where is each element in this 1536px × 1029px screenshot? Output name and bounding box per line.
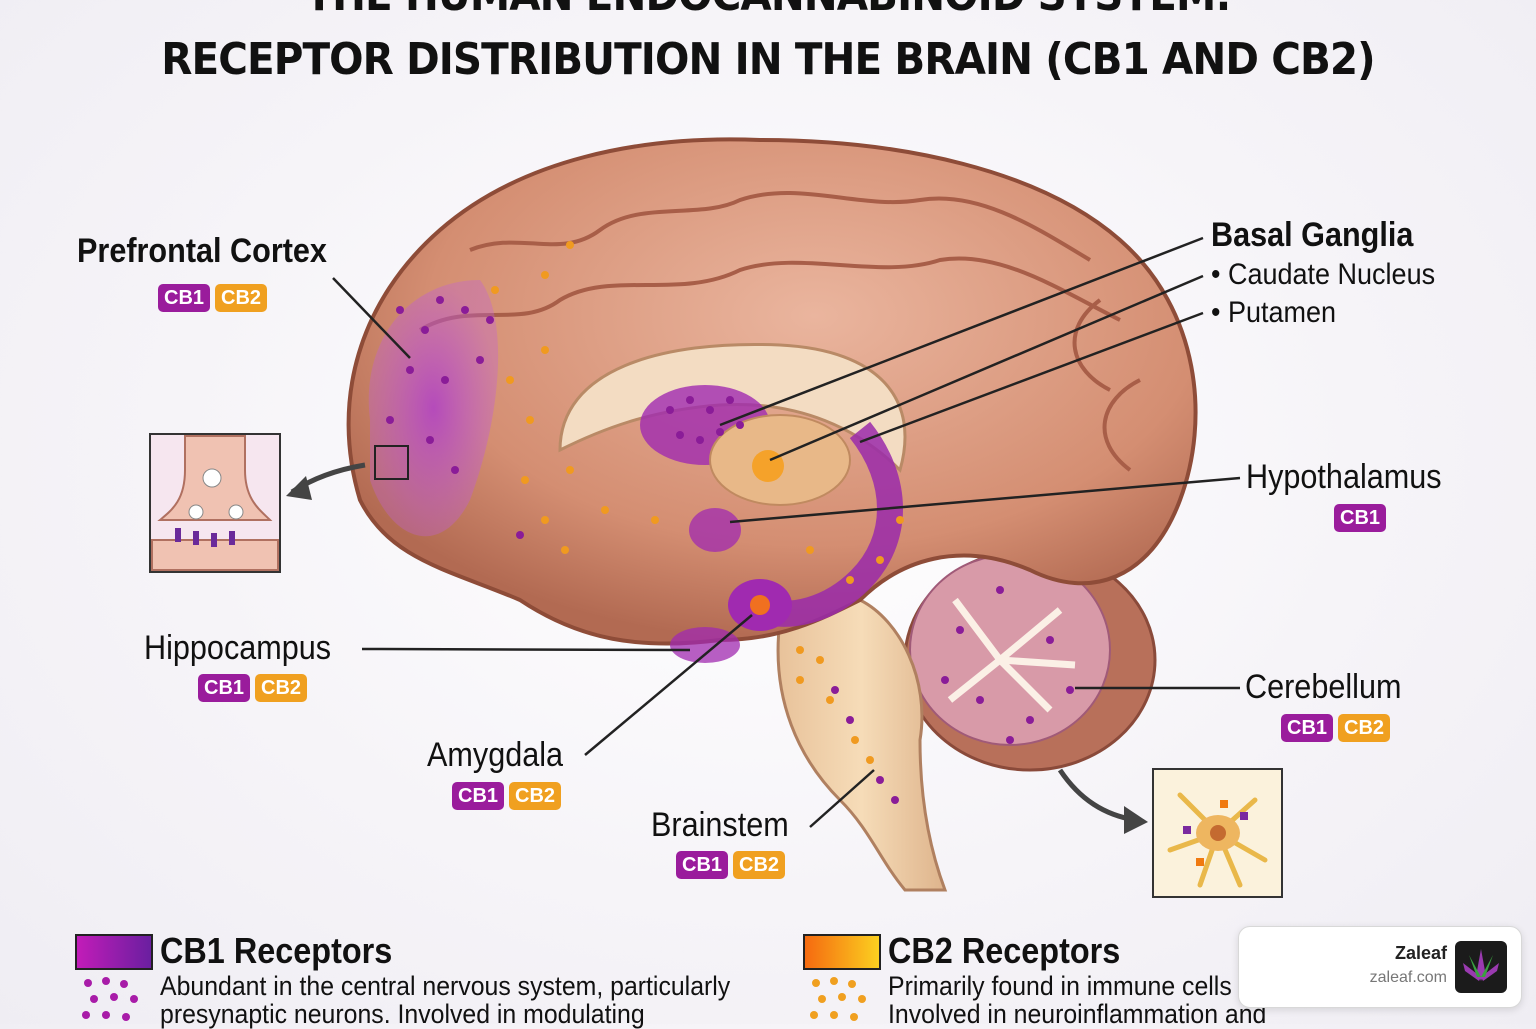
brainstem-shape xyxy=(776,598,948,892)
zaleaf-watermark[interactable]: Zaleaf zaleaf.com xyxy=(1238,926,1522,1008)
badges-prefrontal: CB1 CB2 xyxy=(158,284,268,312)
cb2-legend-swatch xyxy=(803,934,881,970)
badge-cb2: CB2 xyxy=(1338,714,1391,742)
badge-cb2: CB2 xyxy=(509,782,562,810)
synapse-inset xyxy=(149,433,281,573)
label-brainstem: Brainstem xyxy=(651,806,789,844)
label-putamen: • Putamen xyxy=(1211,296,1337,329)
title-line-2: RECEPTOR DISTRIBUTION IN THE BRAIN (CB1 … xyxy=(161,34,1375,85)
cerebellum-shape xyxy=(903,548,1157,772)
badge-cb1: CB1 xyxy=(1334,504,1387,532)
cb1-legend-dots xyxy=(82,977,138,1021)
badge-cb1: CB1 xyxy=(158,284,211,312)
badges-amygdala: CB1 CB2 xyxy=(452,782,562,810)
watermark-name: Zaleaf xyxy=(1394,943,1447,963)
leader-lines xyxy=(332,236,1241,828)
badge-cb1: CB1 xyxy=(452,782,505,810)
leaf-logo-icon xyxy=(1455,941,1507,993)
badge-cb2: CB2 xyxy=(733,851,786,879)
label-prefrontal-cortex: Prefrontal Cortex xyxy=(77,232,327,270)
microglia-inset xyxy=(1152,768,1283,898)
synapse-arrowhead xyxy=(286,476,312,500)
badge-cb1: CB1 xyxy=(198,674,251,702)
badge-cb1: CB1 xyxy=(676,851,729,879)
label-caudate-nucleus: • Caudate Nucleus xyxy=(1211,258,1436,291)
receptor-dots xyxy=(386,241,1074,804)
synapse-selection-box xyxy=(374,445,409,480)
cb2-legend-dots xyxy=(810,977,866,1021)
label-hypothalamus: Hypothalamus xyxy=(1246,458,1442,496)
cb1-legend-swatch xyxy=(75,934,153,970)
badge-cb2: CB2 xyxy=(255,674,308,702)
badges-hypothalamus: CB1 xyxy=(1334,504,1387,532)
label-amygdala: Amygdala xyxy=(427,736,564,774)
badges-hippocampus: CB1 CB2 xyxy=(198,674,308,702)
badge-cb2: CB2 xyxy=(215,284,268,312)
cb2-legend-title: CB2 Receptors xyxy=(888,930,1121,971)
badges-cerebellum: CB1 CB2 xyxy=(1281,714,1391,742)
cb1-legend-title: CB1 Receptors xyxy=(160,930,393,971)
badges-brainstem: CB1 CB2 xyxy=(676,851,786,879)
badge-cb1: CB1 xyxy=(1281,714,1334,742)
label-basal-ganglia: Basal Ganglia xyxy=(1211,216,1414,254)
label-hippocampus: Hippocampus xyxy=(144,629,332,667)
label-cerebellum: Cerebellum xyxy=(1245,668,1402,706)
watermark-url: zaleaf.com xyxy=(1369,969,1447,986)
cb1-legend-text: Abundant in the central nervous system, … xyxy=(160,971,731,1029)
microglia-arrowhead xyxy=(1124,806,1148,834)
cerebrum-shape xyxy=(346,137,1198,663)
microglia-arrow xyxy=(1057,768,1136,823)
title-line-1: THE HUMAN ENDOCANNABINOID SYSTEM: xyxy=(61,0,1474,21)
